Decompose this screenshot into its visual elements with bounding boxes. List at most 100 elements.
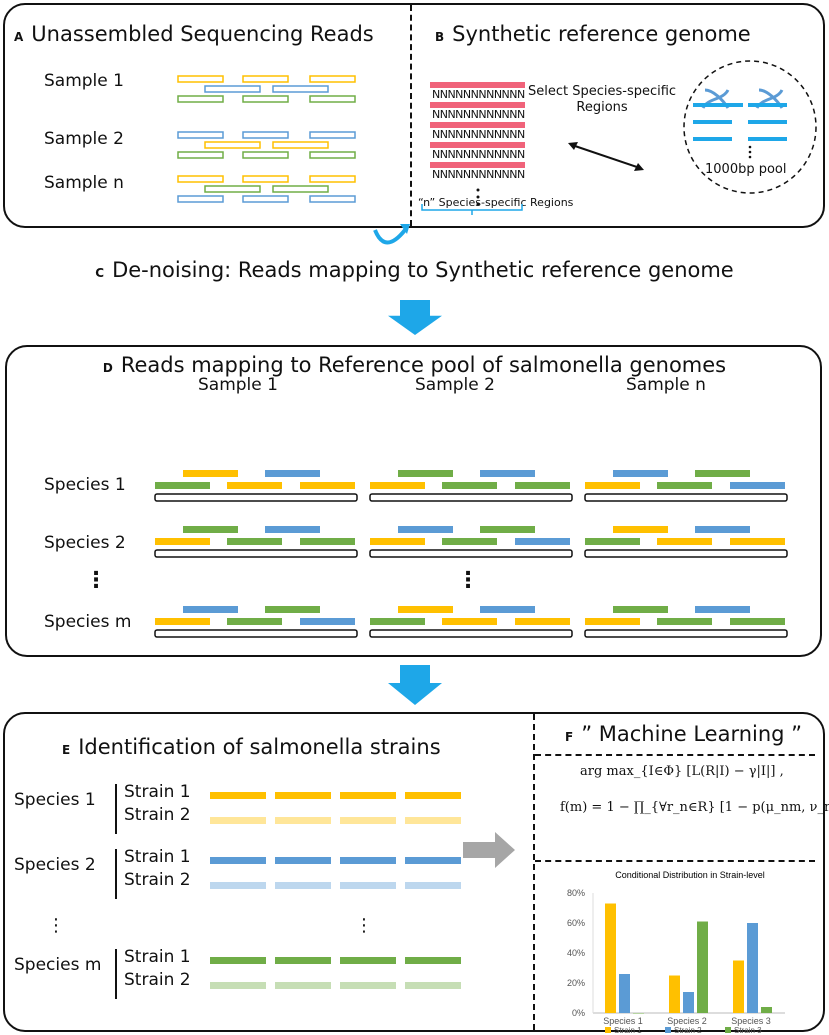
panel-letter: D xyxy=(102,361,113,375)
read xyxy=(204,185,261,193)
arrowhead xyxy=(400,224,410,234)
arrowheads xyxy=(568,142,644,171)
pool-seq xyxy=(693,120,732,124)
strain-bar xyxy=(340,857,396,864)
strain-bar xyxy=(210,957,266,964)
strain-bar xyxy=(275,792,331,799)
title-text: Synthetic reference genome xyxy=(452,22,751,46)
read xyxy=(177,131,224,139)
read xyxy=(177,195,224,203)
bar-strain-3 xyxy=(633,1013,644,1014)
read xyxy=(309,175,356,183)
read xyxy=(177,175,224,183)
read xyxy=(480,470,535,477)
right-arrow xyxy=(463,832,515,868)
pool-seq xyxy=(748,137,787,141)
dot xyxy=(476,195,480,199)
dot xyxy=(748,155,752,159)
regions-label: “n” Species-specific Regions xyxy=(418,196,574,209)
read xyxy=(272,85,329,93)
sample-label: Sample n xyxy=(626,375,706,395)
strain-bar-faded xyxy=(405,882,461,889)
read xyxy=(613,526,668,533)
bar-strain-2 xyxy=(747,923,758,1013)
read xyxy=(155,538,210,545)
pool-circle xyxy=(683,60,817,194)
n-row: NNNNNNNNNNNN xyxy=(432,108,525,121)
strain-bar xyxy=(405,857,461,864)
read xyxy=(242,131,289,139)
read xyxy=(657,618,712,625)
dot xyxy=(476,188,480,192)
read xyxy=(657,538,712,545)
read xyxy=(480,606,535,613)
dot xyxy=(748,150,752,154)
bar-strain-1 xyxy=(669,975,680,1013)
legend-label: Strain 2 xyxy=(674,1026,702,1035)
strain-bar xyxy=(210,792,266,799)
n-row: NNNNNNNNNNNN xyxy=(432,168,525,181)
read xyxy=(442,538,497,545)
title-text: Reads mapping to Reference pool of salmo… xyxy=(120,353,727,377)
bar-strain-1 xyxy=(605,903,616,1013)
y-tick-label: 40% xyxy=(567,948,585,958)
sample-label: Sample n xyxy=(44,173,124,193)
read xyxy=(227,538,282,545)
strain-bar xyxy=(340,957,396,964)
x-tick-label: Species 3 xyxy=(731,1016,771,1026)
sample-label: Sample 1 xyxy=(198,375,278,395)
down-arrow xyxy=(388,300,442,335)
strain-bar-faded xyxy=(210,982,266,989)
reference-genome xyxy=(369,549,573,558)
region-bar xyxy=(430,102,525,108)
read xyxy=(442,482,497,489)
read xyxy=(309,151,356,159)
read xyxy=(183,526,238,533)
read xyxy=(730,538,785,545)
read xyxy=(155,618,210,625)
read xyxy=(242,195,289,203)
bar-strain-2 xyxy=(619,974,630,1013)
n-row: NNNNNNNNNNNN xyxy=(432,128,525,141)
read xyxy=(242,151,289,159)
divider xyxy=(535,754,815,756)
strain-label: Strain 1 xyxy=(124,847,191,867)
legend-label: Strain 3 xyxy=(734,1026,762,1035)
strain-label: Strain 2 xyxy=(124,805,191,825)
strain-bar-faded xyxy=(405,817,461,824)
panel-ef-box xyxy=(3,712,825,1032)
formula-probability: f(m) = 1 − ∏_{∀r_n∈R} [1 − p(μ_nm, ν_n)]… xyxy=(560,800,829,815)
strain-bar xyxy=(405,792,461,799)
reference-genome xyxy=(154,549,358,558)
panel-letter: F xyxy=(565,730,574,744)
read xyxy=(177,75,224,83)
read xyxy=(730,482,785,489)
read xyxy=(480,526,535,533)
read xyxy=(515,618,570,625)
panel-d-box xyxy=(5,345,822,657)
read xyxy=(242,95,289,103)
divider xyxy=(533,714,535,1030)
strain-label: Strain 1 xyxy=(124,947,191,967)
sample-label: Sample 2 xyxy=(415,375,495,395)
strain-bar xyxy=(275,957,331,964)
read xyxy=(585,538,640,545)
strain-bar-faded xyxy=(210,882,266,889)
read xyxy=(585,618,640,625)
pool-seq xyxy=(748,120,787,124)
select-label-line: Select Species-specific xyxy=(528,84,677,99)
reference-genome xyxy=(584,629,788,638)
sample-label: Sample 1 xyxy=(44,71,124,91)
legend-label: Strain 1 xyxy=(614,1026,642,1035)
bar-strain-2 xyxy=(683,992,694,1013)
read xyxy=(515,538,570,545)
read xyxy=(242,75,289,83)
pool-seq xyxy=(704,103,743,107)
n-row: NNNNNNNNNNNN xyxy=(432,88,525,101)
read xyxy=(309,195,356,203)
